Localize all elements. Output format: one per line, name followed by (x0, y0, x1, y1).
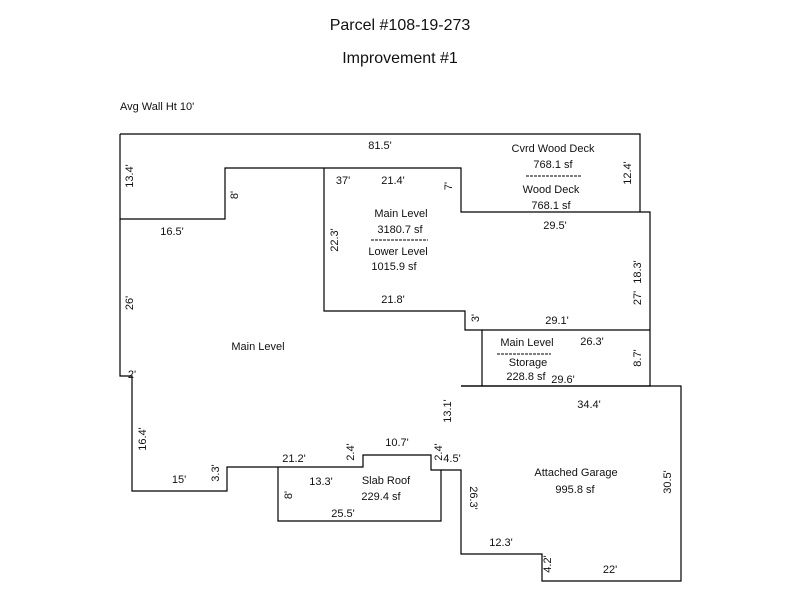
dim-8-7: 8.7' (632, 349, 644, 366)
wood-deck-area: 768.1 sf (531, 200, 571, 212)
dim-29-5: 29.5' (543, 220, 567, 232)
wall-height-label: Avg Wall Ht 10' (120, 101, 194, 113)
dim-top: 81.5' (368, 140, 392, 152)
dim-27: 27' (632, 291, 644, 305)
center-lower-label: Lower Level (368, 246, 427, 258)
dim-13-3: 13.3' (309, 476, 333, 488)
dim-2-4a: 2.4' (345, 443, 357, 460)
dim-26-3-garage: 26.3' (467, 486, 479, 510)
cvrd-deck-area: 768.1 sf (533, 159, 573, 171)
dim-8b: 8' (283, 491, 295, 499)
dim-30-5: 30.5' (662, 470, 674, 494)
dim-25-5: 25.5' (331, 508, 355, 520)
dim-37: 37' (336, 175, 350, 187)
dim-3-3: 3.3' (210, 464, 222, 481)
parcel-title: Parcel #108-19-273 (329, 17, 471, 34)
center-main-area: 3180.7 sf (377, 224, 423, 236)
dim-26-3: 26.3' (580, 336, 604, 348)
main-level-outline (119, 219, 278, 492)
main-level-label: Main Level (231, 341, 284, 353)
garage-area: 995.8 sf (555, 484, 595, 496)
dim-18-3: 18.3' (632, 260, 644, 284)
improvement-title: Improvement #1 (342, 50, 458, 67)
dim-21-8: 21.8' (381, 294, 405, 306)
slab-roof-area: 229.4 sf (361, 491, 401, 503)
dim-26: 26' (124, 296, 136, 310)
dim-3: 3' (470, 314, 482, 322)
dim-34-4: 34.4' (577, 399, 601, 411)
dim-21-4: 21.4' (381, 175, 405, 187)
slab-roof-label: Slab Roof (362, 475, 411, 487)
dim-8: 8' (229, 191, 241, 199)
dim-13-4: 13.4' (124, 164, 136, 188)
dim-4-2: 4.2' (542, 555, 554, 572)
dim-21-2: 21.2' (282, 453, 306, 465)
center-block-outline (323, 168, 483, 386)
storage-label: Storage (509, 357, 548, 369)
dim-15: 15' (172, 474, 186, 486)
cvrd-deck-label: Cvrd Wood Deck (512, 143, 595, 155)
dim-4-5: 4.5' (443, 453, 460, 465)
dim-22: 22' (603, 564, 617, 576)
dim-7: 7' (443, 182, 455, 190)
dim-12-4: 12.4' (622, 161, 634, 185)
slab-roof-outline (277, 454, 442, 522)
garage-label: Attached Garage (534, 467, 617, 479)
dim-13-1: 13.1' (442, 399, 454, 423)
storage-main-label: Main Level (500, 337, 553, 349)
wood-deck-label: Wood Deck (523, 184, 580, 196)
upper-outline (119, 133, 651, 387)
center-lower-area: 1015.9 sf (371, 261, 417, 273)
center-main-label: Main Level (374, 208, 427, 220)
dim-29-1: 29.1' (545, 315, 569, 327)
dim-22-3: 22.3' (329, 228, 341, 252)
dim-2: 2' (128, 369, 136, 381)
dim-12-3: 12.3' (489, 537, 513, 549)
dim-16-5: 16.5' (160, 226, 184, 238)
garage-outline (441, 385, 682, 582)
dim-10-7: 10.7' (385, 437, 409, 449)
dim-29-6: 29.6' (551, 374, 575, 386)
dim-16-4: 16.4' (137, 427, 149, 451)
storage-area: 228.8 sf (506, 371, 546, 383)
dim-2-4b: 2.4' (433, 443, 445, 460)
